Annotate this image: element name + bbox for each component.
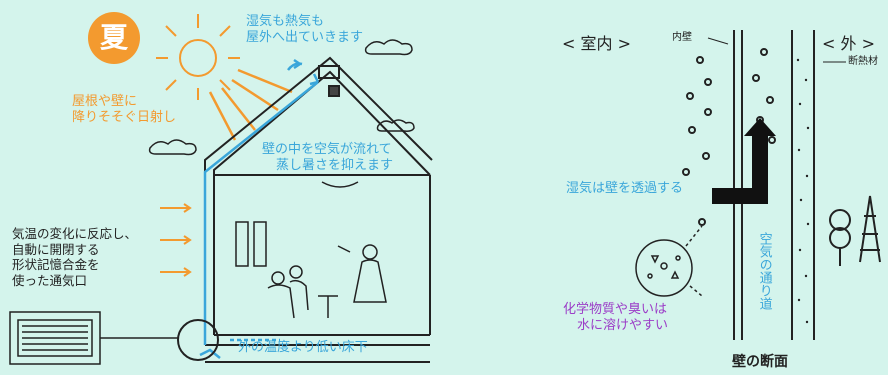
- passes-label: 湿気は壁を透過する: [566, 181, 684, 196]
- vent-line-4: 使った通気口: [12, 272, 88, 288]
- humidity-out-line-1: 湿気も熱気も: [246, 14, 325, 29]
- moisture-particles: [682, 48, 776, 226]
- wall-air-line-1: 壁の中を空気が流れて: [262, 142, 392, 157]
- air-path-label: 空気の通り道: [756, 232, 772, 310]
- vent-arrows: [160, 203, 192, 277]
- inner-wall-label: 内壁: [672, 32, 692, 43]
- inside-label: < 室内 >: [562, 34, 631, 53]
- vent-line-2: 自動に開閉する: [12, 241, 100, 257]
- humidity-out-label: 湿気も熱気も 屋外へ出ていきます: [246, 14, 363, 47]
- sunlight-line-2: 降りそそぐ日射し: [72, 110, 177, 126]
- vent-line-3: 形状記憶合金を: [12, 257, 100, 273]
- room-scene: [235, 221, 387, 319]
- wall-air-label: 壁の中を空気が流れて 蒸し暑さを抑えます: [262, 142, 393, 175]
- ceiling-light-icon: [321, 181, 359, 188]
- sunlight-label: 屋根や壁に 降りそそぐ日射し: [72, 94, 176, 127]
- house-outline: [204, 56, 433, 363]
- floor-label: 外の温度より低い床下: [238, 340, 368, 355]
- section-title: 壁の断面: [732, 354, 788, 370]
- vent-line-1: 気温の変化に反応し、: [12, 226, 138, 241]
- wall-air-line-2: 蒸し暑さを抑えます: [276, 158, 394, 174]
- insulation-dots: [796, 58, 810, 324]
- season-badge: 夏: [88, 12, 140, 64]
- molecule-circle: [635, 225, 703, 297]
- chemical-line-1: 化学物質や臭いは: [563, 302, 668, 317]
- chemical-line-2: 水に溶けやすい: [577, 318, 669, 334]
- humidity-out-line-2: 屋外へ出ていきます: [246, 30, 364, 46]
- tree-icons: [829, 195, 881, 266]
- sun-icon: [156, 14, 240, 100]
- outside-label: < 外 >: [822, 34, 875, 53]
- vent-label: 気温の変化に反応し、 自動に開閉する 形状記憶合金を 使った通気口: [12, 226, 137, 289]
- cloud-icons: [148, 39, 415, 156]
- sunlight-line-1: 屋根や壁に: [72, 94, 138, 109]
- vent-device: [9, 311, 178, 365]
- insulation-label: 断熱材: [848, 56, 878, 67]
- chemical-label: 化学物質や臭いは 水に溶けやすい: [563, 302, 668, 335]
- airflow-arrows: [199, 58, 320, 359]
- zoom-circle: [177, 319, 219, 361]
- wall-section: [707, 30, 846, 340]
- moisture-arrow: [712, 118, 776, 204]
- sunlight-rays: [208, 68, 293, 141]
